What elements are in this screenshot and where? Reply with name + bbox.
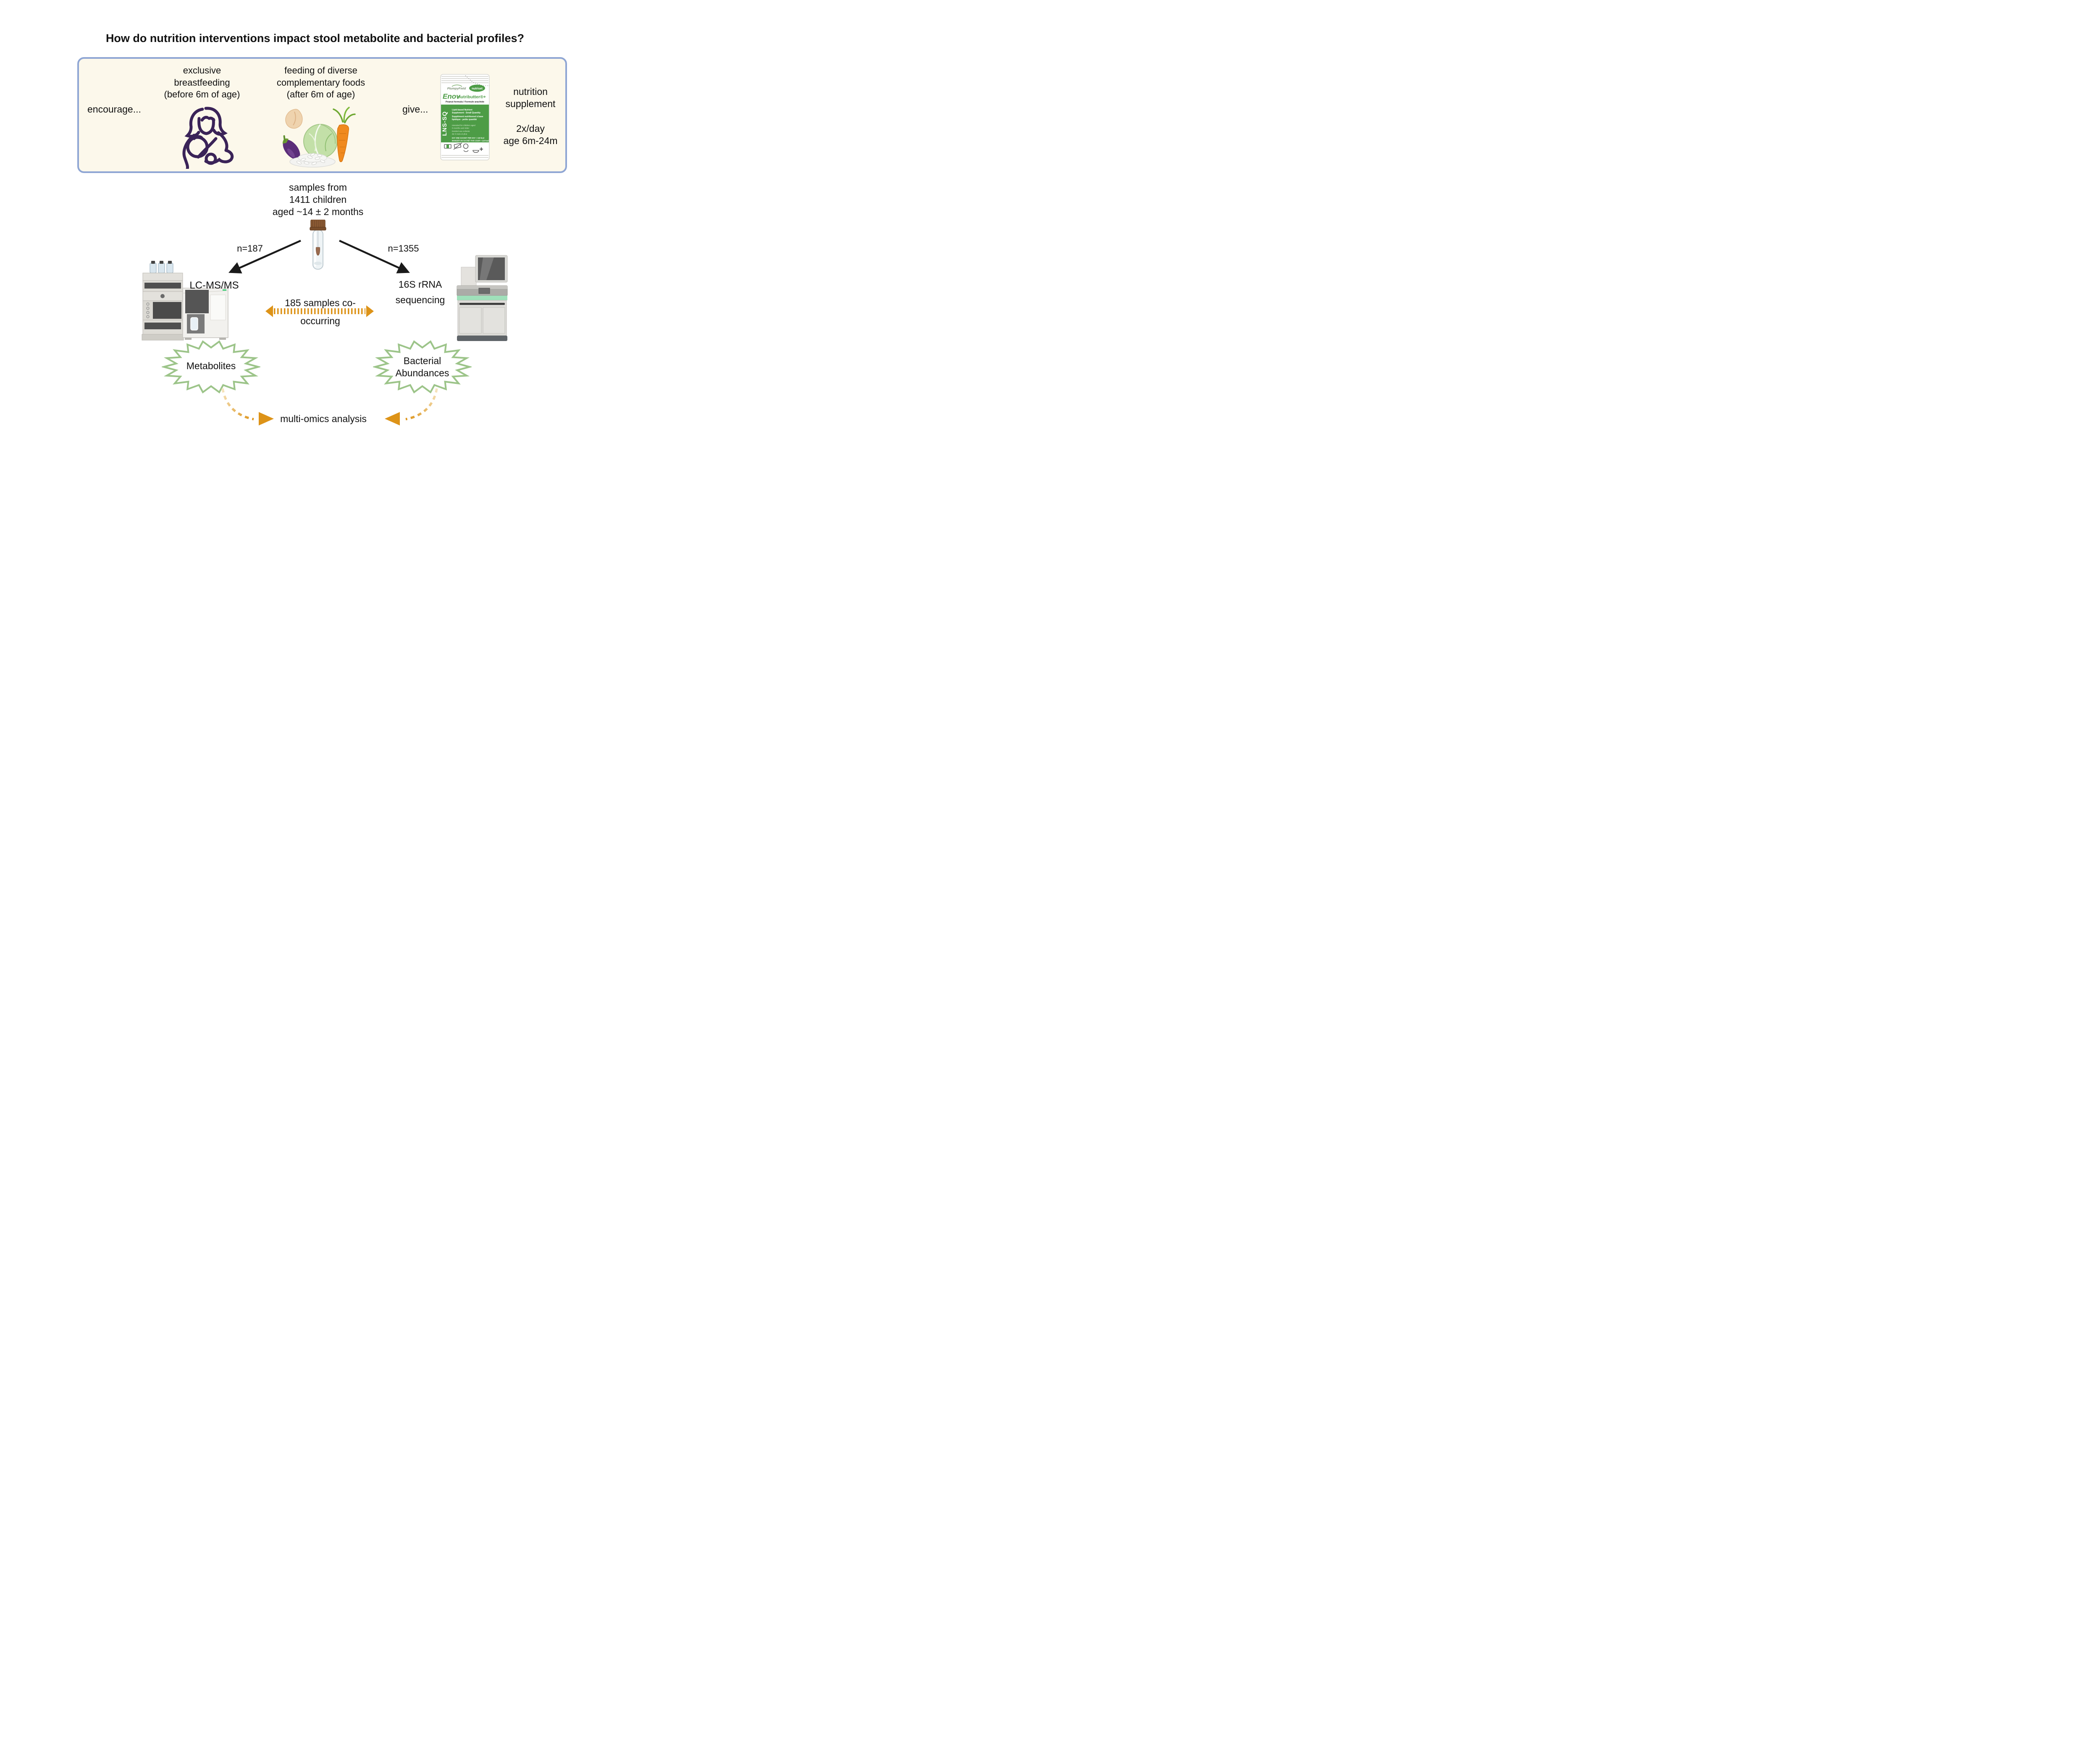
breastfeeding-mother-icon [182, 107, 234, 169]
complementary-foods-icons [282, 107, 356, 168]
supplement-dose: 2x/day age 6m-24m [503, 123, 558, 147]
multiomics-analysis-label: multi-omics analysis [280, 413, 367, 424]
bacterial-abundances-label: Bacterial Abundances [395, 355, 449, 378]
rice-pile-icon [289, 153, 336, 168]
supplement-sachet: PlumpyField nutriset Enov nutributter®+ … [440, 74, 490, 160]
pkg-intended-line: Intended for children aged [452, 124, 475, 127]
supplement-title: nutrition supplement [505, 86, 556, 110]
stool-sample-tube-icon [310, 220, 326, 270]
figure-canvas: How do nutrition interventions impact st… [0, 0, 630, 441]
eggplant-icon [282, 135, 300, 160]
bacterial-abundances-starburst [373, 340, 472, 394]
pkg-intended-line: 6 months and older [452, 127, 469, 130]
pkg-dosage-line: MANGER UN SACHET PAR JOUR = 118 kcal [452, 140, 489, 142]
brand-plumpyfield: PlumpyField [447, 87, 466, 90]
product-name: nutributter®+ [458, 94, 486, 100]
n-metabolomics-label: n=187 [237, 243, 263, 254]
pkg-desc-line: Supplement - Small Quantity [452, 112, 480, 114]
sequencer-instrument-icon [457, 255, 508, 341]
arrow-to-lcms [228, 239, 301, 274]
branch-arrows-layer [228, 239, 410, 274]
sequencing-method-label: 16S rRNA sequencing [395, 279, 445, 305]
lcms-method-label: LC-MS/MS [189, 280, 239, 291]
pkg-intended-line: Destiné aux enfants [452, 130, 470, 133]
side-label-lns-sq: LNS-SQ [441, 111, 448, 136]
pkg-desc-line: Supplément nutritionnel à base [452, 116, 483, 118]
metabolites-label: Metabolites [186, 360, 236, 371]
breastfeeding-title: exclusive breastfeeding (before 6m of ag… [164, 65, 240, 100]
cooccurring-line1: 185 samples co- [285, 297, 356, 308]
pkg-dosage-line: EAT ONE SACHET PER DAY = 118 kcal [452, 137, 484, 139]
divider-dashed-line [381, 66, 382, 167]
cooccurring-line2: occurring [300, 315, 340, 326]
encourage-label: encourage... [87, 104, 141, 115]
pkg-desc-line: lipidique - petite quantité [452, 118, 477, 121]
cooccurring-double-arrow [265, 305, 374, 317]
product-script: Enov [443, 92, 461, 100]
chickpea-icon [285, 109, 303, 129]
interventions-box: encourage... exclusive breastfeeding (be… [77, 57, 567, 173]
figure-title: How do nutrition interventions impact st… [105, 32, 525, 45]
lcms-instrument-icon [142, 261, 228, 341]
product-subtitle: Peanut formula / Formule arachide [446, 101, 484, 103]
pkg-desc-line: Lipid-based Nutrient [452, 109, 472, 111]
arrow-to-sequencing [339, 239, 410, 273]
carrot-icon [333, 107, 356, 162]
brand-nutriset: nutriset [472, 87, 483, 90]
give-label: give... [402, 104, 428, 115]
complementary-foods-title: feeding of diverse complementary foods (… [276, 65, 365, 100]
n-sequencing-label: n=1355 [388, 243, 419, 254]
pkg-intended-line: de 6 mois et plus [452, 133, 467, 136]
samples-description: samples from 1411 children aged ~14 ± 2 … [272, 182, 364, 218]
usage-pictograms [444, 142, 483, 153]
